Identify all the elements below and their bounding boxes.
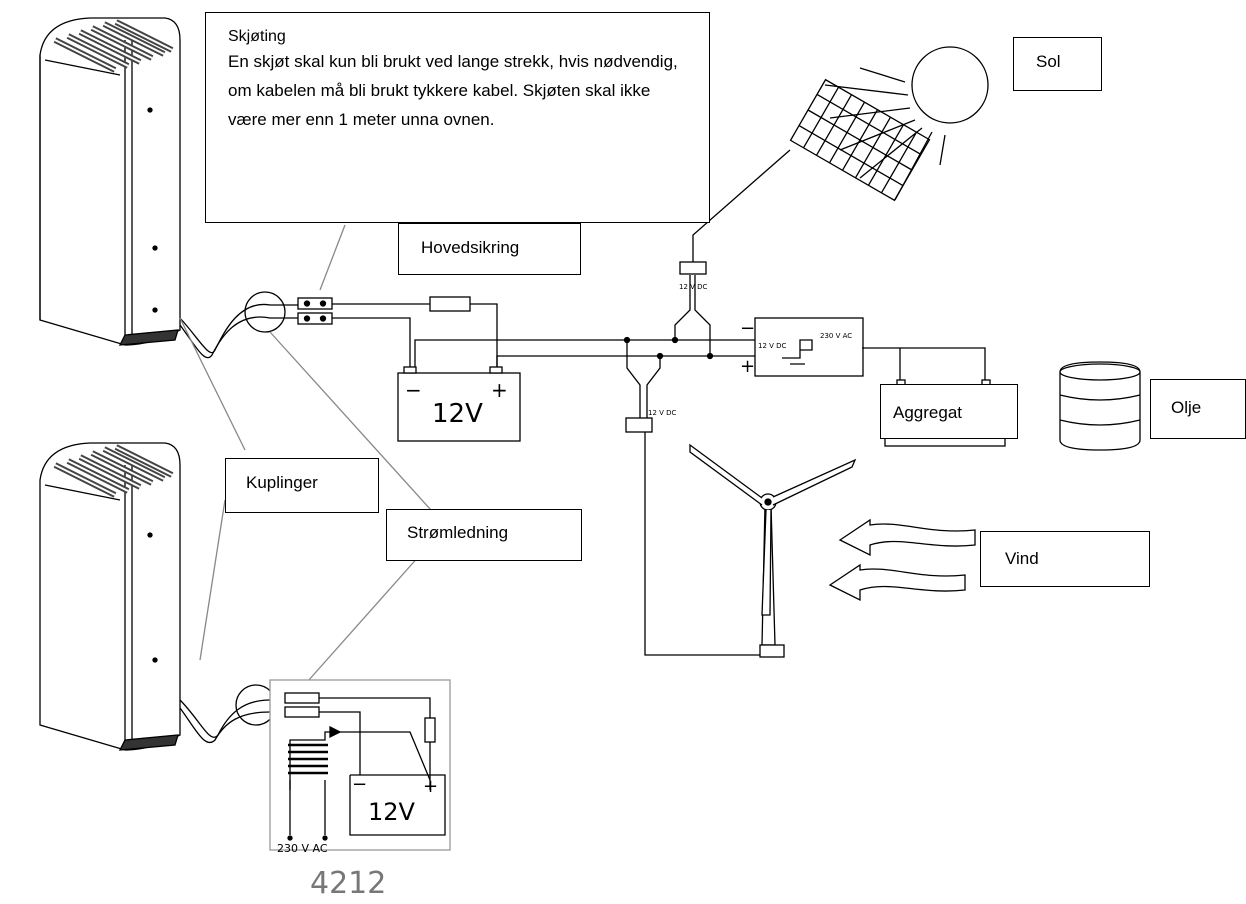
inverter-plus: + [740, 356, 755, 377]
small-battery-label: 12V [368, 798, 416, 826]
olje-label: Olje [1150, 379, 1246, 439]
wind-voltage-label: 12 V DC [648, 409, 677, 417]
model-number: 4212 [310, 866, 386, 901]
sauna-heater-top [39, 17, 181, 346]
skjoting-text: En skjøt skal kun bli brukt ved lange st… [228, 52, 678, 129]
main-fuse [429, 296, 471, 312]
inverter [754, 317, 864, 377]
coupler-main [297, 297, 333, 325]
inverter-out-label: 230 V AC [820, 332, 852, 340]
charger-input-label: 230 V AC [277, 842, 328, 855]
hovedsikring-text: Hovedsikring [421, 238, 520, 257]
main-battery [397, 372, 521, 442]
oil-barrel [1059, 361, 1141, 451]
olje-text: Olje [1171, 398, 1202, 417]
skjoting-note: Skjøting En skjøt skal kun bli brukt ved… [205, 12, 710, 223]
inverter-in-label: 12 V DC [758, 342, 787, 350]
solar-panel [789, 78, 931, 202]
kuplinger-text: Kuplinger [246, 473, 318, 492]
small-battery-minus: − [352, 774, 367, 795]
main-battery-minus: − [405, 378, 422, 402]
aggregat-text: Aggregat [893, 403, 962, 422]
skjoting-title: Skjøting [228, 28, 286, 45]
charger-panel [269, 679, 451, 851]
main-battery-label: 12V [432, 399, 483, 429]
inverter-minus: − [740, 318, 755, 339]
sol-label: Sol [1013, 37, 1102, 91]
sol-text: Sol [1036, 52, 1061, 71]
hovedsikring-label: Hovedsikring [398, 223, 581, 275]
main-battery-plus: + [491, 378, 508, 402]
kuplinger-label: Kuplinger [225, 458, 379, 513]
vind-text: Vind [1005, 549, 1039, 568]
sun [824, 46, 989, 201]
solar-voltage-label: 12 V DC [679, 283, 708, 291]
small-battery-plus: + [423, 776, 438, 797]
sauna-heater-bottom [39, 442, 181, 751]
wind-arrows [828, 518, 976, 602]
aggregat-label: Aggregat [880, 384, 1018, 439]
vind-label: Vind [980, 531, 1150, 587]
stromledning-label: Strømledning [386, 509, 582, 561]
stromledning-text: Strømledning [407, 523, 509, 542]
wind-turbine [689, 443, 857, 658]
